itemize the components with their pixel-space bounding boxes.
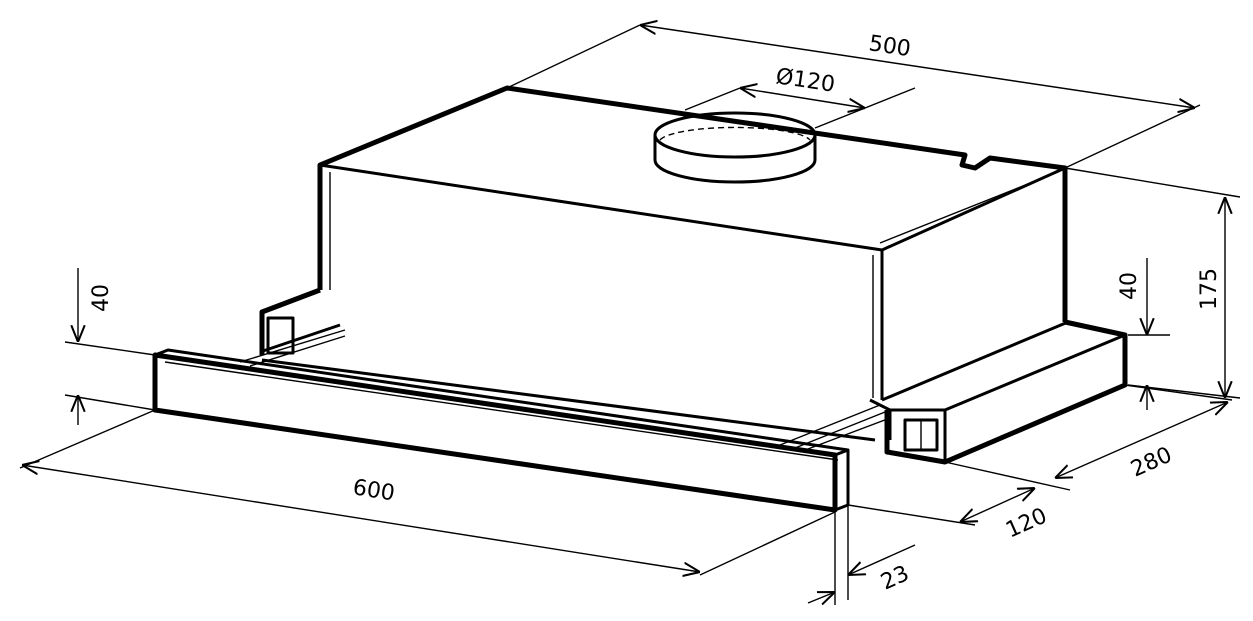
dimension-lines — [19, 25, 1241, 605]
label-500: 500 — [867, 31, 912, 62]
left-bracket — [239, 287, 346, 367]
label-120: 120 — [1002, 504, 1051, 544]
motor-box-right — [881, 319, 1128, 465]
label-175: 175 — [1197, 268, 1222, 310]
label-duct-diameter: Ø120 — [774, 64, 836, 97]
label-23: 23 — [877, 561, 913, 595]
label-40-right: 40 — [1117, 272, 1142, 300]
label-600: 600 — [351, 475, 396, 506]
label-40-left: 40 — [89, 284, 114, 312]
hood-body — [317, 85, 1068, 400]
label-280: 280 — [1127, 443, 1176, 483]
dimension-labels: 500 Ø120 175 40 40 600 280 120 23 — [89, 31, 1222, 595]
slide-panel — [152, 348, 850, 513]
